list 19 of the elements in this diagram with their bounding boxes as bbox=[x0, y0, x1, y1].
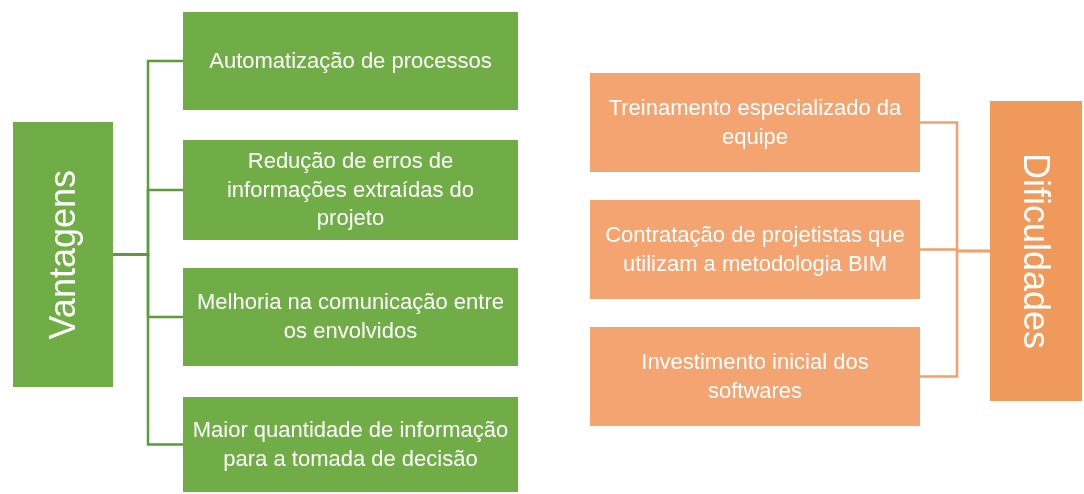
item-box bbox=[590, 327, 920, 426]
item-label: Automatização de processos bbox=[209, 46, 492, 75]
item-box bbox=[590, 73, 920, 172]
item-label: Investimento inicial dos softwares bbox=[640, 347, 870, 405]
item-label: Maior quantidade de informação para a tomada de decisão bbox=[191, 415, 510, 473]
item-label: Redução de erros de informações extraídas do projeto bbox=[226, 147, 475, 233]
item-label: Contratação de projetistas que utilizam a metodologia BIM bbox=[604, 220, 906, 278]
item-box bbox=[590, 200, 920, 299]
category-box bbox=[990, 101, 1082, 401]
item-box bbox=[183, 140, 518, 240]
item-box bbox=[183, 12, 518, 110]
item-label: Treinamento especializado da equipe bbox=[607, 93, 903, 151]
category-box bbox=[13, 122, 113, 387]
item-box bbox=[183, 397, 518, 492]
item-box bbox=[183, 268, 518, 366]
connector-line bbox=[920, 249, 990, 378]
item-label: Melhoria na comunicação entre os envolvidos bbox=[196, 288, 505, 345]
category-label: Vantagens bbox=[42, 169, 84, 340]
category-label: Dificuldades bbox=[1015, 152, 1057, 350]
